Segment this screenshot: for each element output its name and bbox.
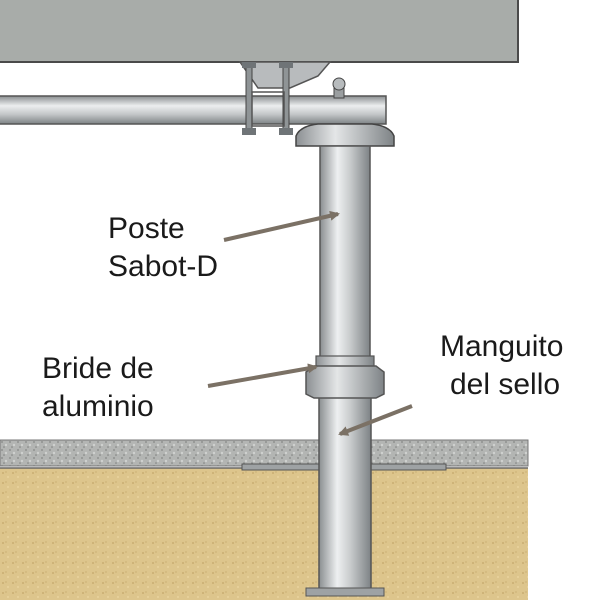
post-arrow xyxy=(223,210,340,242)
sleeve-arrow xyxy=(338,404,413,436)
flange-arrow xyxy=(207,363,318,388)
post-label-line1: Poste xyxy=(108,212,185,245)
post-top-cap xyxy=(295,77,395,147)
horizontal-pipe xyxy=(0,95,387,125)
sleeve-label-line1: Manguito xyxy=(440,330,563,363)
gravel-layer xyxy=(0,439,529,467)
pipe-hanger-clamp xyxy=(238,61,332,135)
bottom-plate xyxy=(305,587,385,597)
flange-label-line1: Bride de xyxy=(42,352,154,385)
post-label-line2: Sabot-D xyxy=(108,250,218,283)
vertical-post xyxy=(319,145,371,359)
aluminum-flange xyxy=(305,355,385,399)
soil-layer xyxy=(0,468,528,600)
sleeve-label-line2: del sello xyxy=(450,368,560,401)
flange-label-line2: aluminio xyxy=(42,390,154,423)
overhead-slab xyxy=(0,0,519,63)
